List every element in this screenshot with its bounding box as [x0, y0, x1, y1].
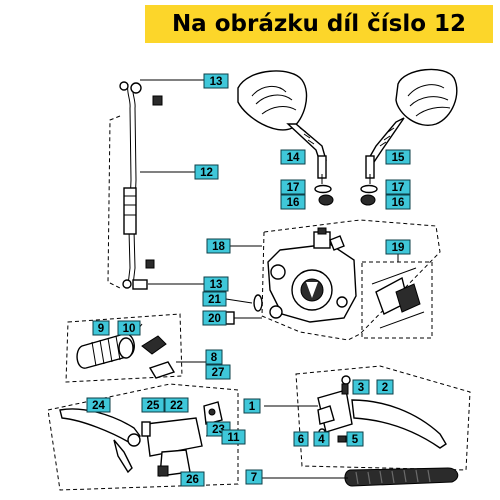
- tag-13-top: 13: [203, 73, 229, 89]
- tag-16-left: 16: [280, 194, 306, 210]
- tag-label: 20: [208, 313, 221, 325]
- tag-label: 16: [392, 197, 405, 209]
- tag-22: 22: [164, 397, 189, 413]
- tag-17-left: 17: [280, 179, 306, 195]
- tag-label: 17: [287, 182, 300, 194]
- caliper-bolt-and-washer: [225, 294, 263, 325]
- title-text: Na obrázku díl číslo 12: [171, 11, 467, 37]
- tag-label: 1: [249, 401, 256, 413]
- tag-label: 9: [98, 323, 104, 335]
- tag-16-right: 16: [385, 194, 411, 210]
- tag-label: 15: [392, 152, 405, 164]
- tag-label: 25: [147, 400, 160, 412]
- tag-7: 7: [245, 469, 263, 485]
- brake-pads: [361, 261, 433, 339]
- tag-26: 26: [180, 471, 205, 487]
- tag-label: 27: [212, 367, 225, 379]
- tag-20: 20: [202, 310, 227, 326]
- hose-dashed-bracket: [107, 115, 121, 289]
- title-banner: Na obrázku díl číslo 12: [145, 5, 493, 43]
- tag-label: 2: [382, 382, 388, 394]
- tag-6: 6: [293, 431, 309, 447]
- tag-label: 17: [392, 182, 405, 194]
- brake-caliper: [267, 227, 357, 323]
- right-brake-lever: [317, 375, 447, 449]
- right-lever-dashed-outline: [295, 365, 471, 471]
- tag-9: 9: [92, 320, 110, 336]
- right-mirror: [365, 68, 458, 179]
- tag-15: 15: [385, 149, 411, 165]
- tag-label: 10: [123, 323, 136, 335]
- tag-label: 4: [318, 434, 325, 446]
- tag-14: 14: [280, 149, 306, 165]
- tag-17-right: 17: [385, 179, 411, 195]
- mirror-washers-and-nuts: [314, 174, 378, 206]
- tag-label: 6: [298, 434, 304, 446]
- tag-label: 21: [208, 294, 221, 306]
- tag-label: 11: [227, 432, 240, 444]
- tag-18: 18: [206, 238, 231, 254]
- tag-8: 8: [205, 349, 223, 365]
- left-mirror: [237, 70, 327, 179]
- tag-10: 10: [117, 320, 141, 336]
- tag-label: 8: [211, 352, 218, 364]
- brake-hose-part: [119, 81, 163, 290]
- tag-label: 24: [92, 400, 105, 412]
- tag-5: 5: [346, 431, 364, 447]
- left-brake-lever: [59, 408, 141, 474]
- tag-label: 16: [287, 197, 300, 209]
- right-throttle-grip: [344, 467, 459, 487]
- left-grip: [76, 323, 176, 379]
- tag-label: 18: [212, 241, 225, 253]
- tag-label: 13: [210, 76, 223, 88]
- tag-2: 2: [376, 379, 394, 395]
- grip-dashed-outline: [65, 313, 183, 383]
- left-master-cylinder: [141, 401, 223, 477]
- tag-label: 3: [358, 382, 364, 394]
- tag-13-bottom: 13: [203, 276, 229, 292]
- tag-12: 12: [194, 164, 219, 180]
- tag-label: 14: [287, 152, 300, 164]
- tag-3: 3: [352, 379, 370, 395]
- tag-11: 11: [221, 429, 246, 445]
- tag-label: 7: [251, 472, 257, 484]
- tag-4: 4: [313, 431, 330, 447]
- tag-1: 1: [243, 398, 261, 414]
- tag-27: 27: [205, 364, 231, 380]
- tag-25: 25: [141, 397, 165, 413]
- tag-label: 12: [200, 167, 213, 179]
- tag-label: 26: [186, 474, 199, 486]
- tag-21: 21: [202, 291, 227, 307]
- tag-label: 13: [210, 279, 223, 291]
- tag-label: 22: [170, 400, 183, 412]
- caliper-dashed-outline: [261, 219, 441, 341]
- tag-19: 19: [385, 239, 411, 255]
- tag-label: 5: [352, 434, 359, 446]
- tag-24: 24: [86, 397, 111, 413]
- tag-label: 19: [392, 242, 405, 254]
